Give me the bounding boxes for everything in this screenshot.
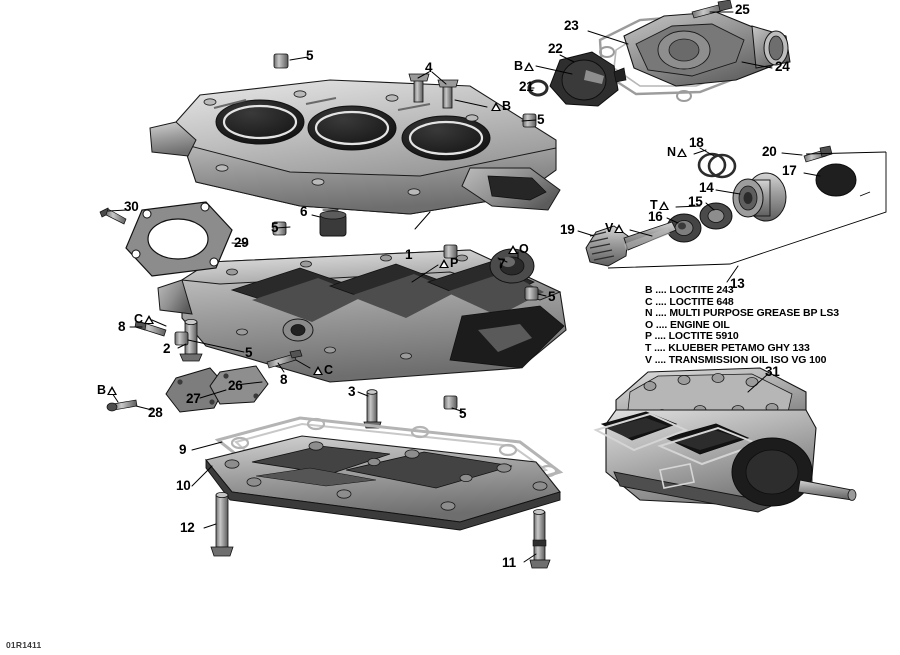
callout-5-f: 5 <box>459 406 467 421</box>
callout-9: 9 <box>179 442 187 457</box>
mark-v-shaft: V <box>605 221 625 235</box>
legend-row-v: V .... TRANSMISSION OIL ISO VG 100 <box>645 353 827 366</box>
callout-30: 30 <box>124 199 139 214</box>
callout-22: 22 <box>548 41 563 56</box>
dowel-pins-5 <box>174 53 539 410</box>
pto-cover-plate <box>125 201 233 277</box>
mark-letter: B <box>97 383 107 397</box>
mark-letter: B <box>502 99 512 113</box>
callout-8-a: 8 <box>118 319 126 334</box>
upper-crankcase-half <box>149 79 561 215</box>
mark-p-crankcase: P <box>439 257 458 270</box>
triangle-icon <box>313 365 323 375</box>
mark-b-impeller: B <box>514 59 535 73</box>
callout-1: 1 <box>405 247 413 262</box>
complete-engine-31 <box>593 367 857 513</box>
callout-7: 7 <box>498 256 506 271</box>
triangle-icon <box>524 61 535 71</box>
mark-c-screw8-lower: C <box>313 364 333 377</box>
water-pump-assembly <box>527 0 791 107</box>
legend-row-b: B .... LOCTITE 243 <box>645 284 734 296</box>
callout-26: 26 <box>228 378 243 393</box>
triangle-icon <box>107 385 118 395</box>
callout-5-c: 5 <box>271 220 279 235</box>
mark-o-seal: O <box>508 243 529 256</box>
mark-letter: T <box>650 198 658 212</box>
mark-letter: C <box>134 312 144 326</box>
bolt-11 <box>529 509 551 569</box>
mark-letter: C <box>324 363 334 377</box>
callout-14: 14 <box>699 180 714 195</box>
materials-legend: B .... LOCTITE 243 C .... LOCTITE 648 N … <box>645 284 839 366</box>
callout-11: 11 <box>502 555 516 570</box>
shaft-assembly-13 <box>585 145 887 269</box>
callout-8-b: 8 <box>280 372 288 387</box>
lower-crankcase-half <box>157 249 567 383</box>
callout-12: 12 <box>180 520 195 535</box>
legend-row-p: P .... LOCTITE 5910 <box>645 330 739 343</box>
callout-31: 31 <box>765 364 780 379</box>
callout-23: 23 <box>564 18 579 33</box>
triangle-icon <box>508 244 518 254</box>
oil-pan-10 <box>205 435 561 531</box>
callout-4: 4 <box>425 60 433 75</box>
callout-5-b: 5 <box>537 112 545 127</box>
callout-24: 24 <box>775 59 790 74</box>
callout-16: 16 <box>648 209 663 224</box>
callout-20: 20 <box>762 144 777 159</box>
callout-2: 2 <box>163 341 171 356</box>
mark-letter: N <box>667 145 677 159</box>
mark-letter: O <box>519 242 529 256</box>
screw-28 <box>106 399 138 412</box>
mark-b-screw28: B <box>97 383 118 397</box>
callout-5-a: 5 <box>306 48 314 63</box>
mark-t-bearing: T <box>650 199 669 212</box>
legend-row-c: C .... LOCTITE 648 <box>645 295 734 308</box>
callout-18: 18 <box>689 135 704 150</box>
callout-19: 19 <box>560 222 575 237</box>
callout-25: 25 <box>735 2 750 17</box>
covers-26-27 <box>165 365 269 413</box>
bolt-12 <box>210 491 234 557</box>
triangle-icon <box>144 314 155 324</box>
screw-30 <box>99 207 127 225</box>
callout-27: 27 <box>186 391 201 406</box>
triangle-icon <box>614 223 625 233</box>
mark-letter: P <box>450 256 459 270</box>
callout-5-d: 5 <box>548 289 556 304</box>
triangle-icon <box>677 147 688 157</box>
callout-17: 17 <box>782 163 797 178</box>
callout-15: 15 <box>688 194 703 209</box>
legend-row-t: T .... KLUEBER PETAMO GHY 133 <box>645 341 810 354</box>
plug-6 <box>319 210 347 237</box>
mark-letter: B <box>514 59 524 73</box>
leader-lines <box>107 11 821 563</box>
callout-13: 13 <box>730 276 745 291</box>
mark-b-crankcase: B <box>491 100 511 113</box>
triangle-icon <box>658 200 669 210</box>
callout-21: 21 <box>519 79 534 94</box>
mark-n-seal-ring: N <box>667 145 688 159</box>
callout-6: 6 <box>300 204 308 219</box>
triangle-icon <box>491 101 501 111</box>
callout-10: 10 <box>176 478 191 493</box>
callout-29: 29 <box>234 235 249 250</box>
callout-5-e: 5 <box>245 345 253 360</box>
sheet-id: 01R1411 <box>6 640 42 650</box>
triangle-icon <box>439 258 449 268</box>
legend-row-n: N .... MULTI PURPOSE GREASE BP LS3 <box>645 307 839 320</box>
mark-letter: V <box>605 221 614 235</box>
callout-3: 3 <box>348 384 356 399</box>
callout-28: 28 <box>148 405 163 420</box>
bolt-2 <box>179 318 203 362</box>
legend-row-o: O .... ENGINE OIL <box>645 318 730 331</box>
mark-c-screw8-upper: C <box>134 312 155 326</box>
